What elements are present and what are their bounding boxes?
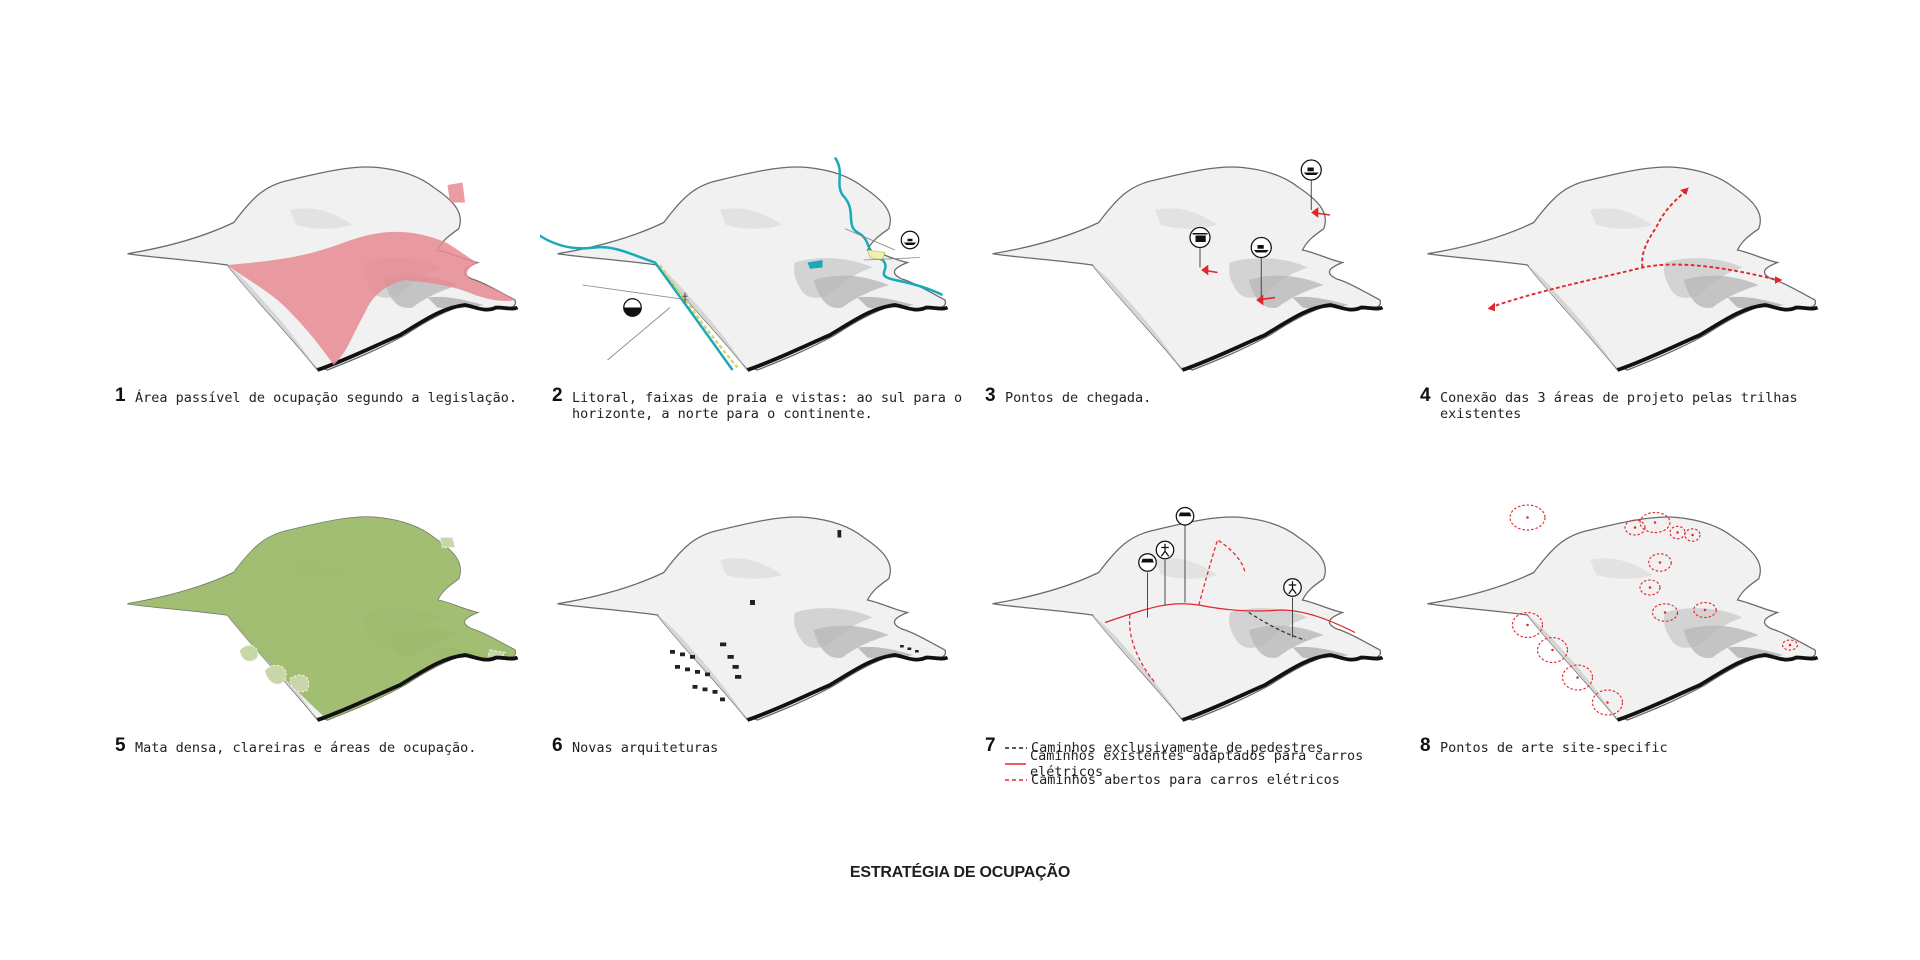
diagram-panel-1 xyxy=(110,150,550,390)
caption-6: 6 Novas arquiteturas xyxy=(552,735,992,756)
clearings xyxy=(239,537,506,693)
shoreline-north xyxy=(833,156,944,297)
caption-number: 1 xyxy=(115,385,126,406)
car-icon xyxy=(1175,506,1195,526)
boat-icon xyxy=(900,230,920,250)
caption-1: 1 Área passível de ocupação segundo a le… xyxy=(115,385,555,406)
terrain-diagram-8 xyxy=(1425,504,1820,722)
caption-text: Pontos de arte site-specific xyxy=(1440,740,1668,756)
sun-icon xyxy=(623,298,642,317)
diagram-panel-7 xyxy=(975,500,1415,740)
art-point-circles xyxy=(1509,504,1799,716)
shoreline-south xyxy=(540,234,734,371)
caption-text: Litoral, faixas de praia e vistas: ao su… xyxy=(572,390,963,422)
dense-forest xyxy=(127,517,516,720)
caption-number: 5 xyxy=(115,735,126,756)
new-buildings xyxy=(670,530,919,702)
pedestrian-icon xyxy=(1283,578,1302,597)
caption-number: 3 xyxy=(985,385,996,406)
terrain-diagram-4 xyxy=(1425,165,1820,372)
pedestrian-icon xyxy=(1155,540,1175,560)
diagram-panel-3 xyxy=(975,150,1415,390)
diagram-panel-2 xyxy=(540,150,980,390)
caption-8: 8 Pontos de arte site-specific xyxy=(1420,735,1860,756)
caption-5: 5 Mata densa, clareiras e áreas de ocupa… xyxy=(115,735,555,756)
caption-number: 8 xyxy=(1420,735,1431,756)
legend-item-existing: Caminhos existentes adaptados para carro… xyxy=(1005,748,1425,780)
legend-label: Caminhos exclusivamente de pedestres xyxy=(1031,740,1324,756)
car-icon xyxy=(1138,553,1157,572)
helicopter-icon xyxy=(1189,226,1211,249)
caption-4: 4 Conexão das 3 áreas de projeto pelas t… xyxy=(1420,385,1860,422)
terrain-diagram-6 xyxy=(555,515,950,722)
terrain-diagram-3 xyxy=(990,159,1385,372)
terrain-diagram-5 xyxy=(125,515,520,722)
occupation-area xyxy=(227,231,515,365)
caption-text: Área passível de ocupação segundo a legi… xyxy=(135,390,518,406)
caption-text: Mata densa, clareiras e áreas de ocupaçã… xyxy=(135,740,477,756)
terrain-diagram-7 xyxy=(990,506,1385,722)
caption-number: 4 xyxy=(1420,385,1431,406)
caption-number: 7 xyxy=(985,735,996,756)
caption-text: Pontos de chegada. xyxy=(1005,390,1152,406)
trail-paths xyxy=(1489,189,1778,309)
beach-strip xyxy=(658,264,739,369)
boat-icon xyxy=(1250,236,1272,259)
caption-7: 7 Caminhos exclusivamente de pedestres C… xyxy=(985,735,1425,788)
diagram-panel-6 xyxy=(540,500,980,740)
legend-label: Caminhos abertos para carros elétricos xyxy=(1031,772,1340,788)
caption-3: 3 Pontos de chegada. xyxy=(985,385,1425,406)
diagram-panel-8 xyxy=(1410,500,1850,740)
boat-icon xyxy=(1300,159,1322,181)
caption-2: 2 Litoral, faixas de praia e vistas: ao … xyxy=(552,385,992,422)
diagram-panel-4 xyxy=(1410,150,1850,390)
path-network xyxy=(1104,539,1356,683)
terrain-diagram-1 xyxy=(125,165,520,372)
caption-number: 6 xyxy=(552,735,563,756)
person-marker xyxy=(682,292,688,303)
occupation-area-north xyxy=(447,182,465,203)
legend-item-pedestrian: Caminhos exclusivamente de pedestres xyxy=(1005,740,1425,756)
beach-marker xyxy=(807,260,823,269)
art-points xyxy=(1526,516,1792,704)
legend-item-opened: Caminhos abertos para carros elétricos xyxy=(1005,772,1425,788)
legend-label: Caminhos existentes adaptados para carro… xyxy=(1029,748,1364,780)
caption-text: Novas arquiteturas xyxy=(572,740,719,756)
diagram-panel-5 xyxy=(110,500,550,740)
page-title: ESTRATÉGIA DE OCUPAÇÃO xyxy=(849,864,1071,881)
caption-number: 2 xyxy=(552,385,563,406)
terrain-diagram-2 xyxy=(540,156,950,372)
caption-text: Conexão das 3 áreas de projeto pelas tri… xyxy=(1440,390,1798,422)
